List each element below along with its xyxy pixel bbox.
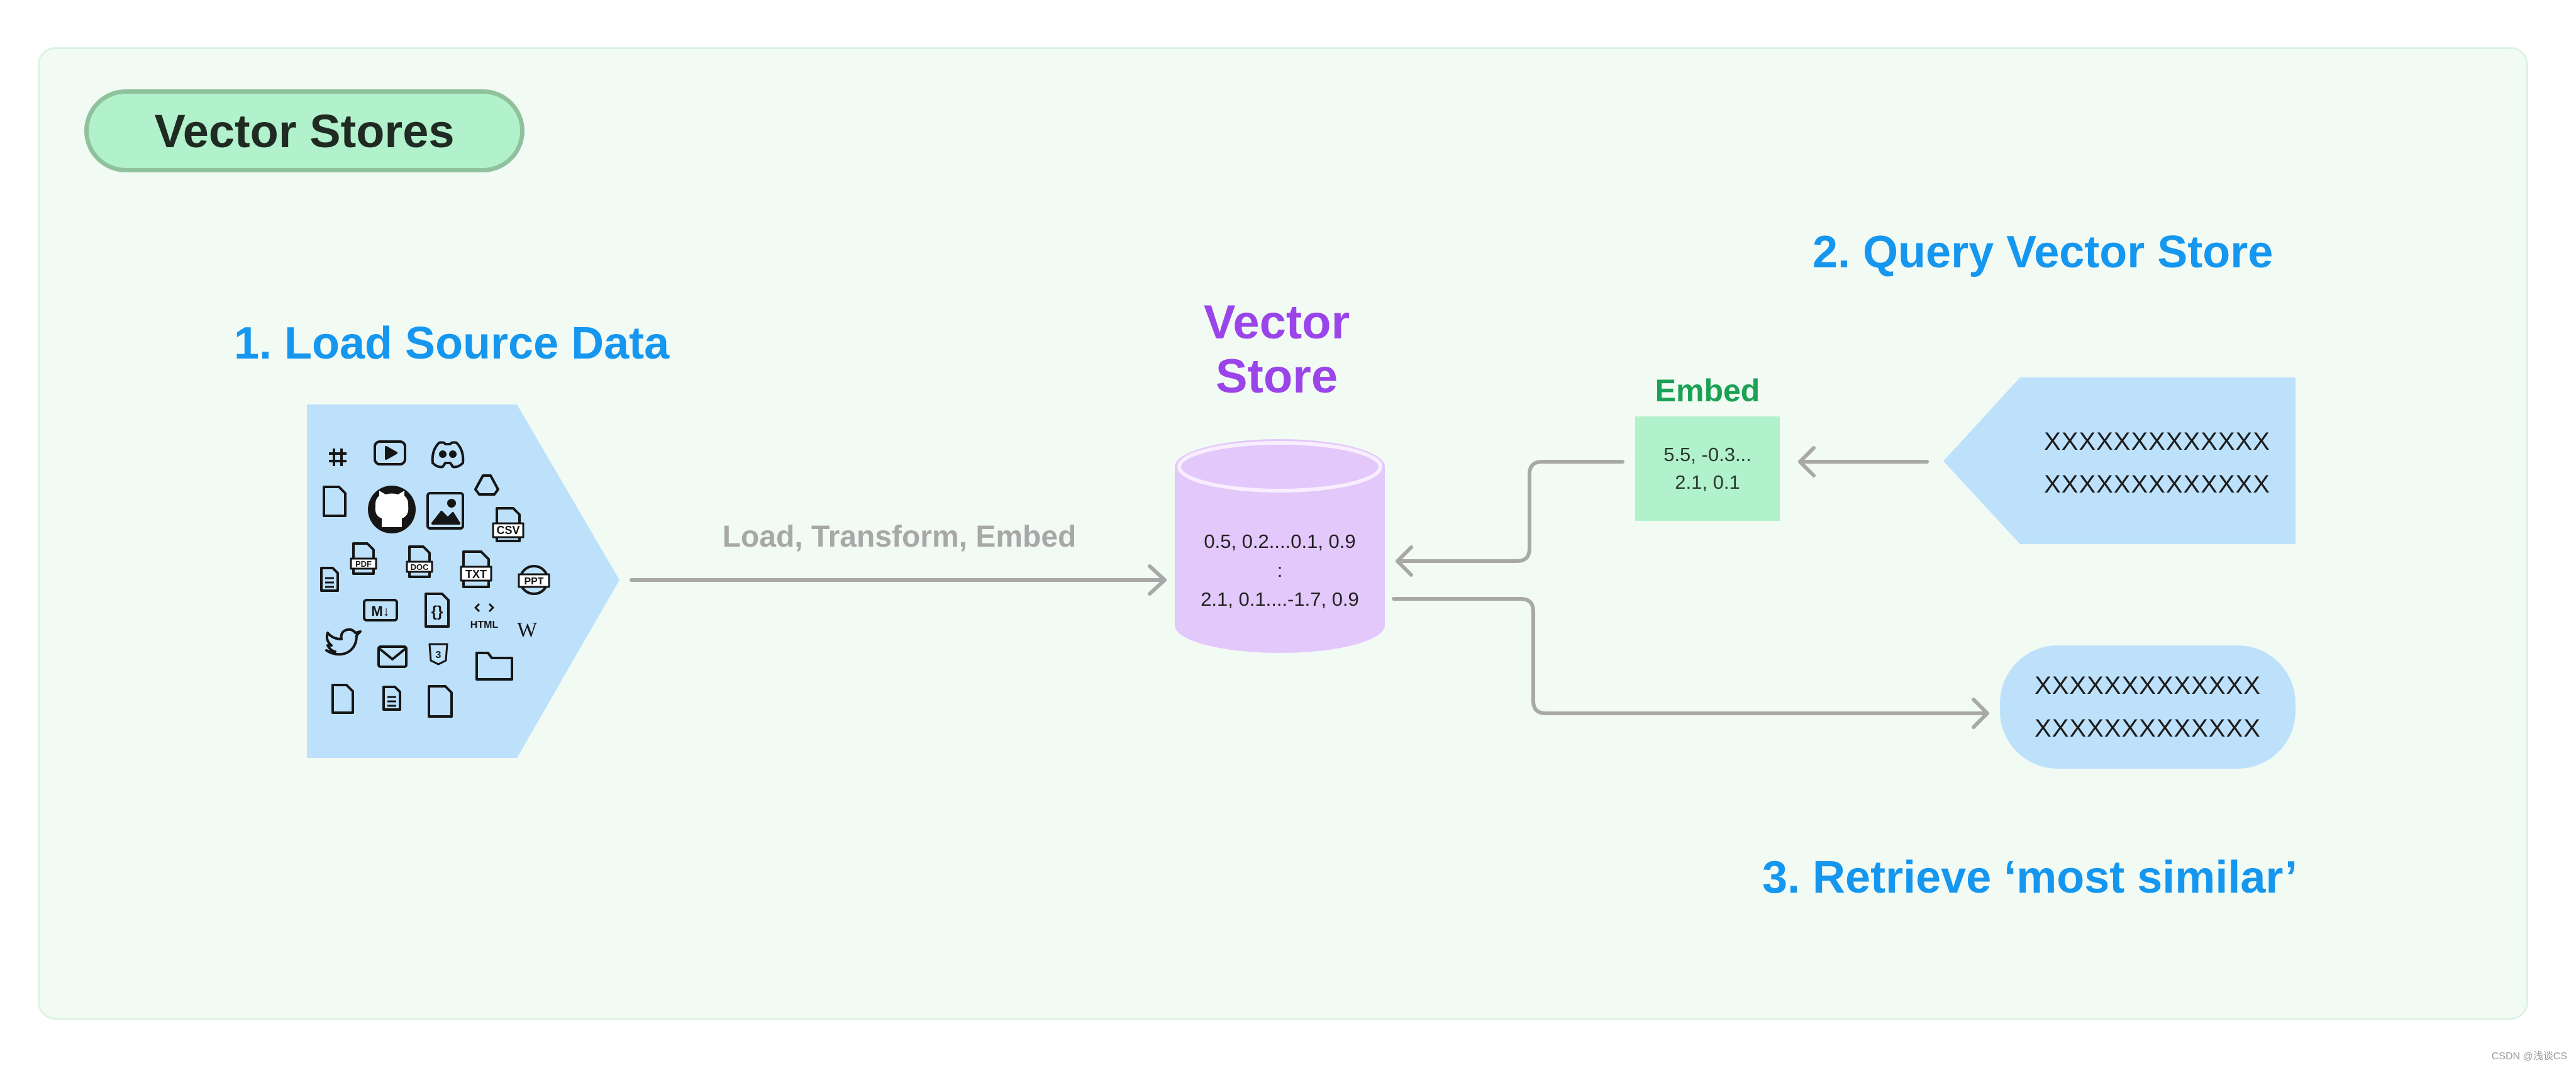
vector-row-separator: : (1277, 559, 1283, 581)
result-text: XXXXXXXXXXXXX XXXXXXXXXXXXX (2000, 664, 2296, 750)
vector-store-label: Vector Store (1151, 296, 1402, 404)
embed-line2: 2.1, 0.1 (1675, 471, 1740, 493)
query-line-1: XXXXXXXXXXXXX (2044, 428, 2270, 455)
query-line-2: XXXXXXXXXXXXX (2044, 471, 2270, 498)
vector-row-2: 2.1, 0.1....-1.7, 0.9 (1201, 588, 1359, 610)
diagram-title: Vector Stores (84, 89, 525, 172)
embed-line1: 5.5, -0.3... (1663, 443, 1752, 465)
step-load-label: 1. Load Source Data (234, 318, 670, 369)
vector-store-values: 0.5, 0.2....0.1, 0.9 : 2.1, 0.1....-1.7,… (1182, 527, 1377, 614)
vector-store-label-line1: Vector (1203, 296, 1350, 349)
query-text: XXXXXXXXXXXXX XXXXXXXXXXXXX (2031, 420, 2283, 506)
step-retrieve-label: 3. Retrieve ‘most similar’ (1762, 852, 2298, 903)
vector-store-label-line2: Store (1215, 350, 1338, 403)
result-line-2: XXXXXXXXXXXXX (2035, 715, 2261, 742)
vector-row-1: 0.5, 0.2....0.1, 0.9 (1204, 530, 1356, 552)
load-transform-embed-label: Load, Transform, Embed (722, 520, 1077, 554)
watermark: CSDN @浅谈CS (2491, 1051, 2567, 1062)
step-query-label: 2. Query Vector Store (1813, 227, 2273, 277)
result-line-1: XXXXXXXXXXXXX (2035, 672, 2261, 699)
embed-label: Embed (1655, 373, 1760, 408)
embed-box: 5.5, -0.3... 2.1, 0.1 (1635, 416, 1780, 521)
